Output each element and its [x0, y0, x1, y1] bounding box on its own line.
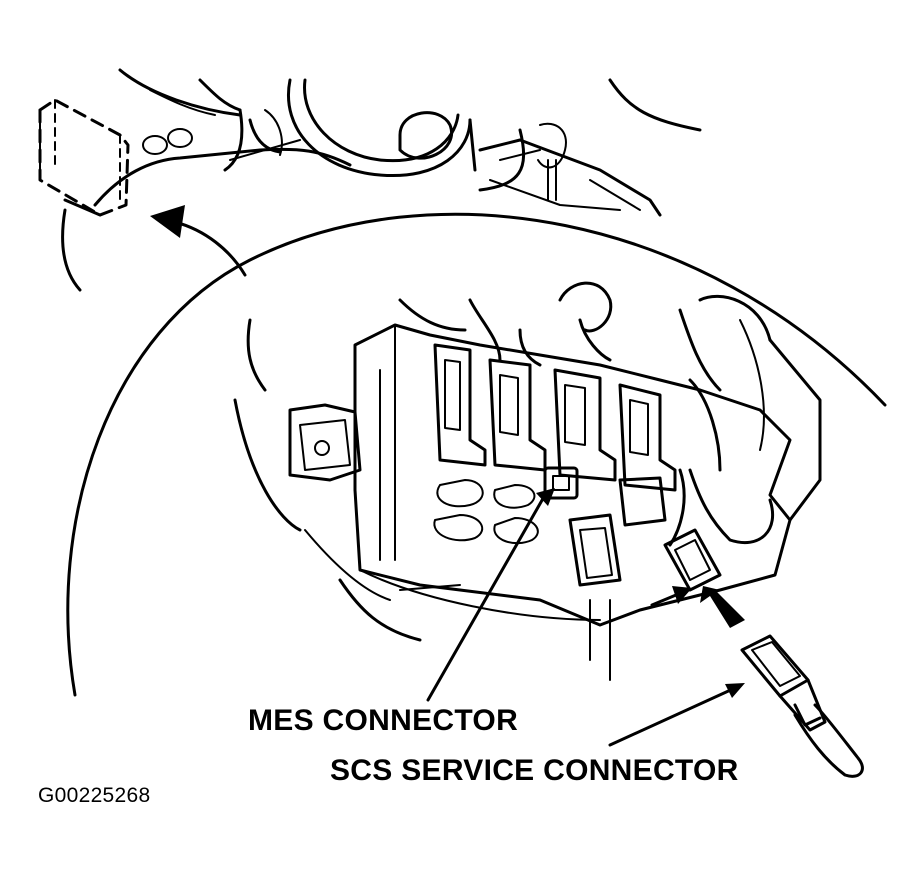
scs-service-connector-label: SCS SERVICE CONNECTOR	[330, 754, 739, 787]
figure-id: G00225268	[38, 784, 151, 807]
magnify-outline	[66, 212, 887, 697]
leader-lines	[426, 488, 745, 747]
scs-service-connector-jumper	[740, 634, 864, 778]
insert-arrows	[650, 586, 745, 628]
dashboard-view	[38, 68, 702, 292]
mes-connector-label: MES CONNECTOR	[248, 704, 519, 737]
curved-arrow	[150, 205, 247, 277]
fuse-box-detail	[233, 281, 822, 681]
